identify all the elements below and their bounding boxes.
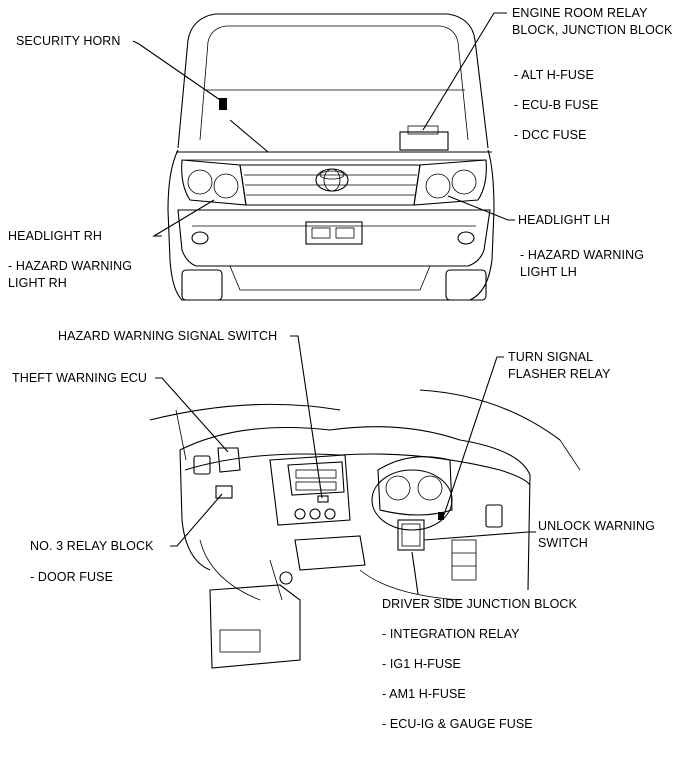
- engine-room-relay-label-1: ENGINE ROOM RELAY: [512, 6, 648, 20]
- hazard-light-lh-label-1: - HAZARD WARNING: [520, 248, 645, 262]
- ecub-fuse-label: - ECU-B FUSE: [514, 98, 599, 112]
- ecu-ig-gauge-fuse-label: - ECU-IG & GAUGE FUSE: [382, 717, 533, 731]
- hazard-switch-label: HAZARD WARNING SIGNAL SWITCH: [58, 329, 278, 343]
- headlight-rh-label: HEADLIGHT RH: [8, 229, 103, 243]
- integration-relay-label: - INTEGRATION RELAY: [382, 627, 520, 641]
- turn-signal-relay-label-2: FLASHER RELAY: [508, 367, 611, 381]
- vehicle-front-illustration: [167, 13, 495, 301]
- dashboard-illustration: [149, 389, 581, 669]
- dcc-fuse-label: - DCC FUSE: [514, 128, 587, 142]
- ig1-hfuse-label: - IG1 H-FUSE: [382, 657, 461, 671]
- engine-room-relay-label-2: BLOCK, JUNCTION BLOCK: [512, 23, 673, 37]
- headlight-lh-label: HEADLIGHT LH: [518, 213, 610, 227]
- unlock-warning-switch-label-2: SWITCH: [538, 536, 588, 550]
- security-horn-label: SECURITY HORN: [16, 34, 121, 48]
- alt-hfuse-label: - ALT H-FUSE: [514, 68, 594, 82]
- hazard-light-lh-label-2: LIGHT LH: [520, 265, 577, 279]
- bottom-leader-lines: [155, 335, 536, 595]
- hazard-light-rh-label-2: LIGHT RH: [8, 276, 67, 290]
- am1-hfuse-label: - AM1 H-FUSE: [382, 687, 466, 701]
- door-fuse-label: - DOOR FUSE: [30, 570, 114, 584]
- driver-side-junction-block-label: DRIVER SIDE JUNCTION BLOCK: [382, 597, 577, 611]
- relay-block-3-label: NO. 3 RELAY BLOCK: [30, 539, 154, 553]
- top-leader-lines: [132, 12, 515, 237]
- turn-signal-relay-label-1: TURN SIGNAL: [508, 350, 594, 364]
- unlock-warning-switch-label-1: UNLOCK WARNING: [538, 519, 655, 533]
- hazard-light-rh-label-1: - HAZARD WARNING: [8, 259, 133, 273]
- theft-ecu-label: THEFT WARNING ECU: [12, 371, 148, 385]
